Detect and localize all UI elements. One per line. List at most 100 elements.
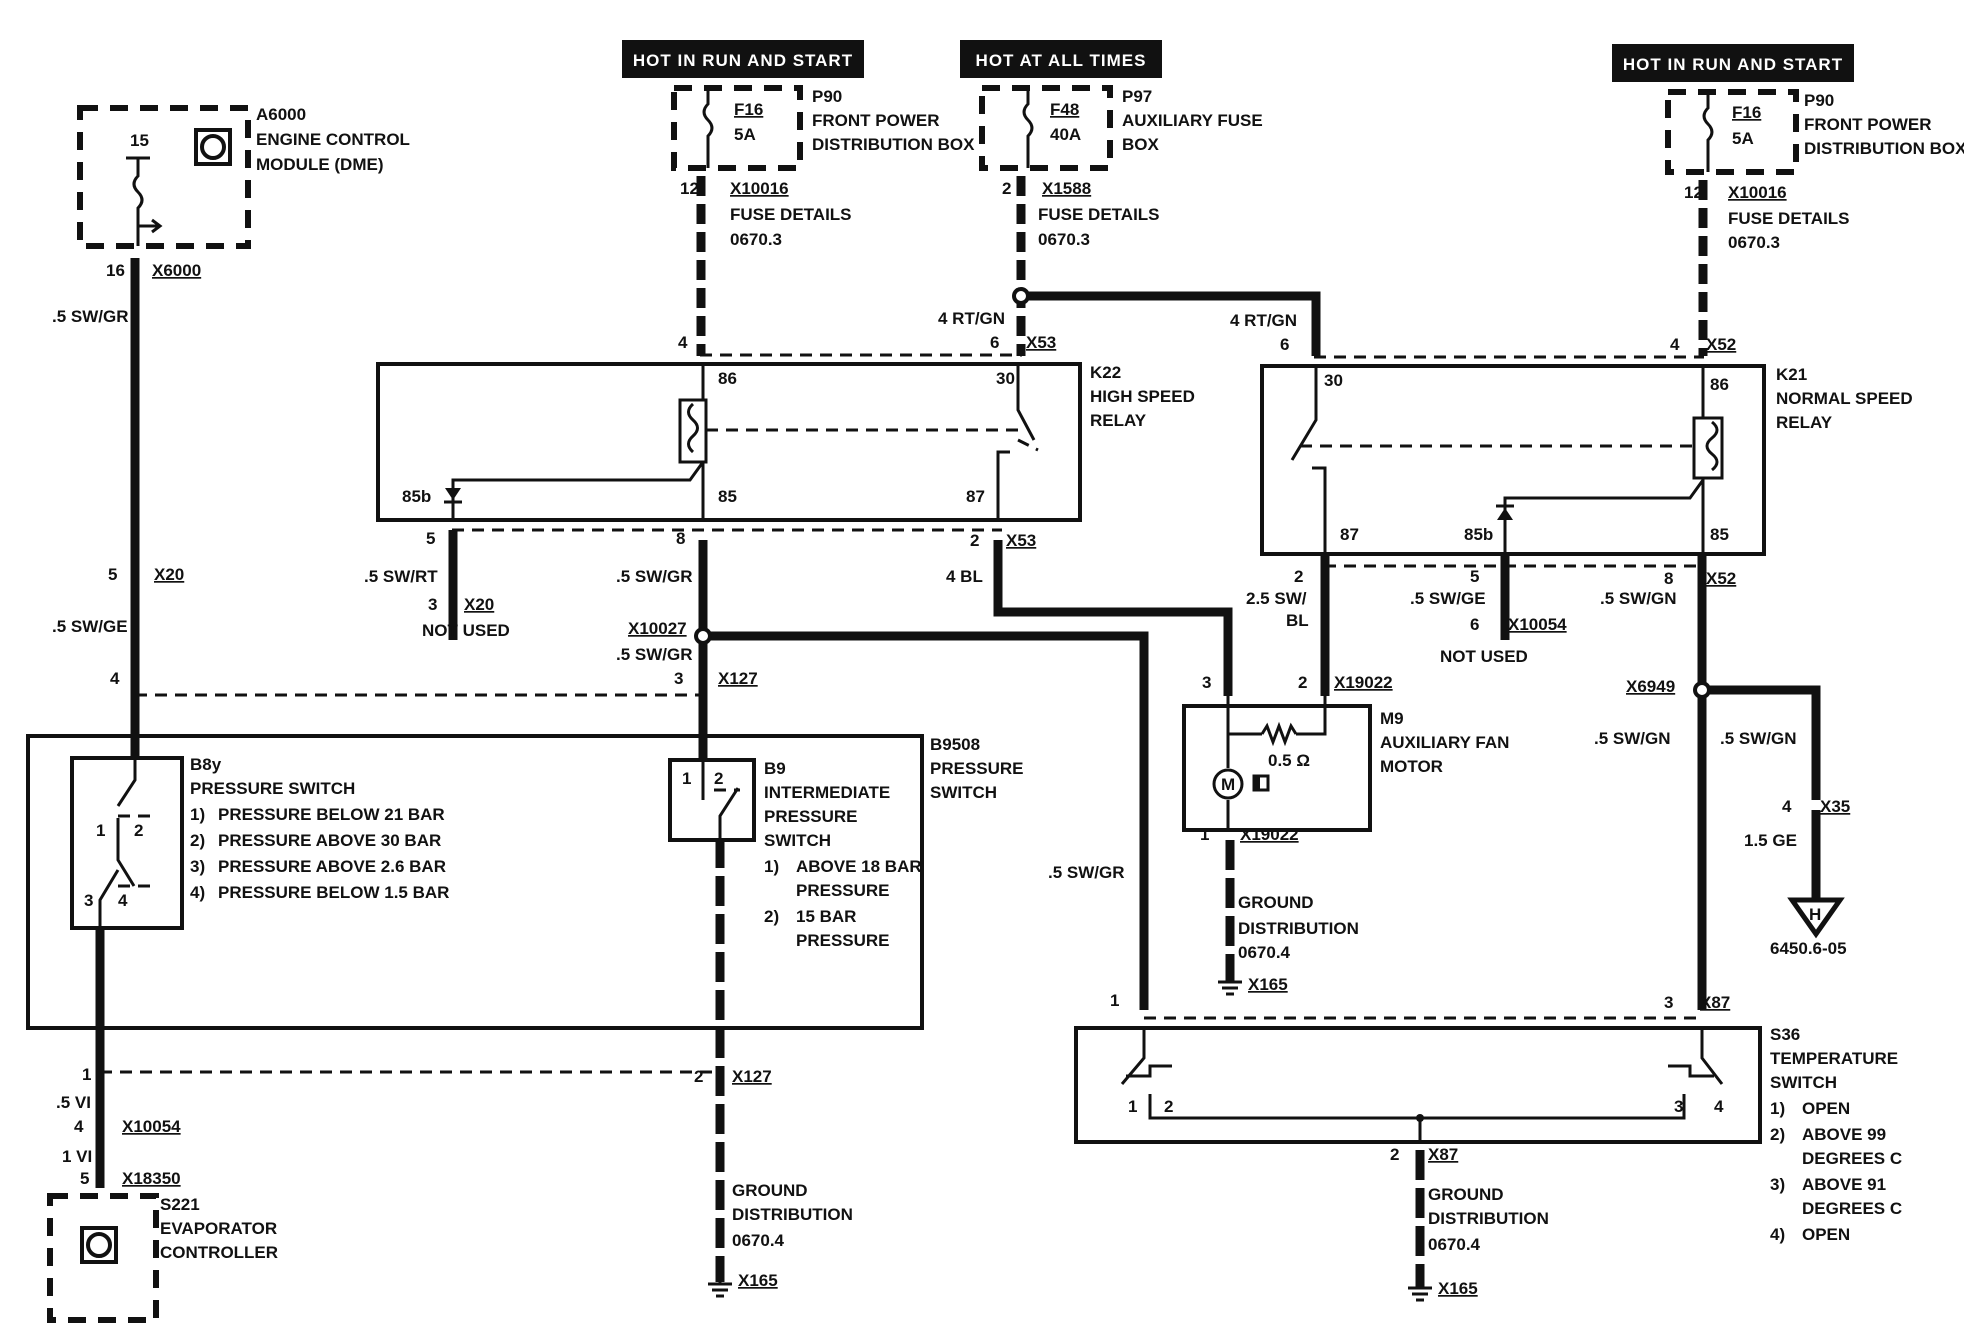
svg-text:6: 6: [990, 333, 999, 352]
svg-text:85: 85: [718, 487, 737, 506]
fuse-icon: [702, 88, 714, 168]
svg-text:DISTRIBUTION: DISTRIBUTION: [1428, 1209, 1549, 1228]
svg-text:F16: F16: [734, 100, 763, 119]
banner-hot-at-all-times: HOT AT ALL TIMES: [960, 40, 1162, 78]
svg-text:ABOVE 18 BAR: ABOVE 18 BAR: [796, 857, 922, 876]
svg-text:X6000: X6000: [152, 261, 201, 280]
ground-reference-symbol: H: [1787, 897, 1845, 939]
svg-text:X52: X52: [1706, 335, 1736, 354]
svg-text:.5 SW/GR: .5 SW/GR: [616, 567, 693, 586]
svg-text:30: 30: [1324, 371, 1343, 390]
evaporator-controller-s221: S221 EVAPORATOR CONTROLLER: [47, 1193, 278, 1323]
svg-text:M: M: [1221, 775, 1235, 794]
svg-text:DISTRIBUTION BOX: DISTRIBUTION BOX: [812, 135, 975, 154]
svg-text:.5 SW/GR: .5 SW/GR: [52, 307, 129, 326]
svg-text:B9: B9: [764, 759, 786, 778]
pressure-switch-b9508: B9508 PRESSURE SWITCH: [26, 734, 1024, 1030]
ground-distribution-1: GROUND DISTRIBUTION 0670.4 X165: [708, 1181, 853, 1298]
svg-text:FRONT POWER: FRONT POWER: [812, 111, 940, 130]
svg-text:X165: X165: [1248, 975, 1288, 994]
svg-text:X10016: X10016: [730, 179, 789, 198]
svg-text:2: 2: [714, 769, 723, 788]
svg-text:X10027: X10027: [628, 619, 687, 638]
svg-text:.5 SW/RT: .5 SW/RT: [364, 567, 438, 586]
svg-text:DEGREES C: DEGREES C: [1802, 1199, 1902, 1218]
svg-text:GROUND: GROUND: [1238, 893, 1314, 912]
svg-text:RELAY: RELAY: [1776, 413, 1833, 432]
svg-text:4: 4: [678, 333, 688, 352]
svg-text:PRESSURE: PRESSURE: [796, 931, 890, 950]
svg-text:3: 3: [1202, 673, 1211, 692]
svg-text:AUXILIARY FAN: AUXILIARY FAN: [1380, 733, 1509, 752]
svg-text:S221: S221: [160, 1195, 200, 1214]
svg-text:6: 6: [1470, 615, 1479, 634]
svg-text:2: 2: [1298, 673, 1307, 692]
junctions: [694, 287, 1711, 699]
temperature-switch-s36: 1 2 3 4 S36 TEMPERATURE SWITCH 1) OPEN 2…: [1074, 1025, 1902, 1244]
relay-k21: 30 86 87 85b 85 K21 NORMAL SPEED RELAY: [1260, 364, 1913, 556]
svg-text:1: 1: [682, 769, 691, 788]
svg-text:4 RT/GN: 4 RT/GN: [938, 309, 1005, 328]
pressure-switch-b8y: 1 2 3 4 B8y PRESSURE SWITCH 1) PRESSURE …: [70, 755, 449, 930]
svg-text:P97: P97: [1122, 87, 1152, 106]
ground-icon: [1408, 1286, 1432, 1302]
svg-text:H: H: [1809, 905, 1821, 924]
svg-text:8: 8: [1664, 569, 1673, 588]
svg-text:2: 2: [1294, 567, 1303, 586]
svg-text:3: 3: [1674, 1097, 1683, 1116]
svg-text:4): 4): [1770, 1225, 1785, 1244]
svg-text:15 BAR: 15 BAR: [796, 907, 856, 926]
svg-text:3: 3: [674, 669, 683, 688]
svg-text:PRESSURE BELOW 21 BAR: PRESSURE BELOW 21 BAR: [218, 805, 445, 824]
svg-text:SWITCH: SWITCH: [1770, 1073, 1837, 1092]
wires: [95, 176, 1821, 1288]
svg-text:P90: P90: [1804, 91, 1834, 110]
svg-text:X35: X35: [1820, 797, 1850, 816]
svg-text:.5 SW/GN: .5 SW/GN: [1720, 729, 1797, 748]
diode-icon: [445, 488, 461, 500]
ground-distribution-3: GROUND DISTRIBUTION 0670.4 X165: [1408, 1185, 1549, 1302]
svg-text:SWITCH: SWITCH: [930, 783, 997, 802]
svg-text:X20: X20: [464, 595, 494, 614]
svg-text:B9508: B9508: [930, 735, 980, 754]
svg-text:16: 16: [106, 261, 125, 280]
svg-text:DISTRIBUTION BOX: DISTRIBUTION BOX: [1804, 139, 1964, 158]
svg-text:A6000: A6000: [256, 105, 306, 124]
svg-text:6450.6-05: 6450.6-05: [1770, 939, 1847, 958]
svg-text:6: 6: [1280, 335, 1289, 354]
svg-text:.5 SW/GE: .5 SW/GE: [52, 617, 128, 636]
svg-text:X127: X127: [718, 669, 758, 688]
svg-text:2: 2: [694, 1067, 703, 1086]
svg-text:2.5 SW/: 2.5 SW/: [1246, 589, 1307, 608]
svg-text:X127: X127: [732, 1067, 772, 1086]
svg-text:86: 86: [1710, 375, 1729, 394]
svg-text:1.5 GE: 1.5 GE: [1744, 831, 1797, 850]
svg-text:GROUND: GROUND: [732, 1181, 808, 1200]
svg-text:0670.4: 0670.4: [1238, 943, 1291, 962]
svg-text:15: 15: [130, 131, 149, 150]
svg-text:DISTRIBUTION: DISTRIBUTION: [1238, 919, 1359, 938]
fuse-f48: F48 40A P97 AUXILIARY FUSE BOX 2 X1588 F…: [979, 85, 1263, 249]
svg-text:4: 4: [1714, 1097, 1724, 1116]
svg-text:X165: X165: [738, 1271, 778, 1290]
svg-text:4): 4): [190, 883, 205, 902]
svg-text:X165: X165: [1438, 1279, 1478, 1298]
svg-text:X53: X53: [1026, 333, 1056, 352]
svg-text:PRESSURE: PRESSURE: [930, 759, 1024, 778]
engine-control-module: 15 A6000 ENGINE CONTROL MODULE (DME) 16 …: [77, 105, 410, 280]
svg-text:DISTRIBUTION: DISTRIBUTION: [732, 1205, 853, 1224]
svg-text:4: 4: [1670, 335, 1680, 354]
svg-text:X6949: X6949: [1626, 677, 1675, 696]
svg-text:S36: S36: [1770, 1025, 1800, 1044]
svg-text:HOT IN RUN AND START: HOT IN RUN AND START: [633, 51, 853, 70]
svg-text:0670.3: 0670.3: [1728, 233, 1780, 252]
svg-text:PRESSURE BELOW 1.5 BAR: PRESSURE BELOW 1.5 BAR: [218, 883, 449, 902]
svg-text:87: 87: [966, 487, 985, 506]
svg-text:X10054: X10054: [1508, 615, 1567, 634]
svg-text:X19022: X19022: [1240, 825, 1299, 844]
svg-text:P90: P90: [812, 87, 842, 106]
ground-icon: [708, 1278, 732, 1298]
fuse-icon: [1702, 92, 1714, 172]
svg-text:0670.3: 0670.3: [730, 230, 782, 249]
relay-coil-icon: [678, 398, 708, 464]
